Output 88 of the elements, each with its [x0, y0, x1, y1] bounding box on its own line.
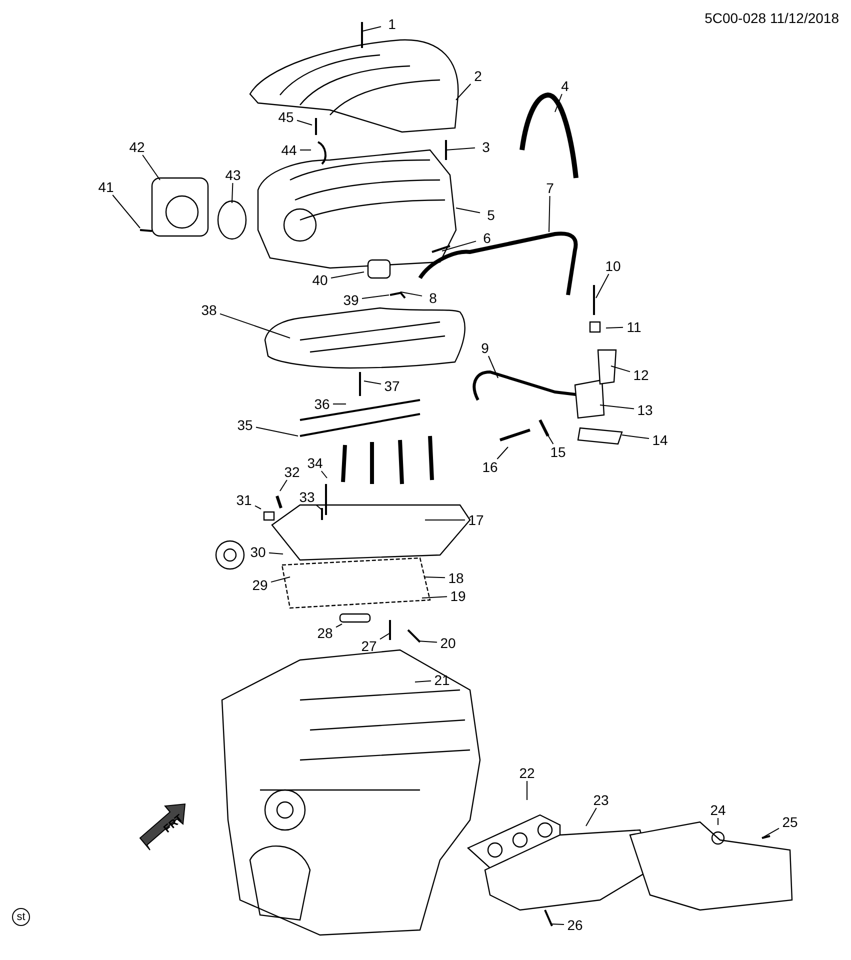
callout-number: 34	[304, 455, 326, 471]
leader-line	[554, 94, 562, 112]
callout-number: 30	[247, 544, 269, 560]
leader-line	[422, 596, 448, 598]
callout-number: 41	[95, 179, 117, 195]
callout-number: 45	[275, 109, 297, 125]
leader-line	[610, 366, 630, 372]
leader-line	[400, 292, 422, 296]
leader-line	[586, 808, 597, 826]
callout-number: 22	[516, 765, 538, 781]
callout-number: 17	[465, 512, 487, 528]
leader-line	[446, 147, 476, 150]
leader-line	[320, 470, 328, 478]
callout-number: 40	[309, 272, 331, 288]
leader-line	[268, 552, 284, 554]
leader-line	[606, 326, 624, 328]
leader-line	[142, 154, 160, 180]
leader-line	[496, 446, 508, 460]
drawing-number: 5C00-028 11/12/2018	[704, 10, 839, 26]
leader-line	[424, 576, 446, 578]
callout-number: 5	[480, 207, 502, 223]
callout-number: 31	[233, 492, 255, 508]
callout-number: 3	[475, 139, 497, 155]
callout-number: 26	[564, 917, 586, 933]
callout-number: 14	[649, 432, 671, 448]
leader-line	[622, 434, 650, 440]
leader-line	[456, 84, 472, 100]
callout-number: 44	[278, 142, 300, 158]
callout-number: 21	[431, 672, 453, 688]
callout-number: 24	[707, 802, 729, 818]
leader-line	[232, 182, 234, 204]
callout-number: 10	[602, 258, 624, 274]
leader-line	[270, 576, 290, 583]
leader-line	[596, 274, 610, 298]
leader-line	[550, 924, 564, 926]
callout-number: 11	[623, 319, 645, 335]
leader-line	[316, 504, 322, 510]
callout-number: 29	[249, 577, 271, 593]
callout-number: 2	[467, 68, 489, 84]
callout-number: 37	[381, 378, 403, 394]
callout-number: 20	[437, 635, 459, 651]
callout-number: 18	[445, 570, 467, 586]
leader-line	[380, 632, 390, 640]
callout-number: 8	[422, 290, 444, 306]
leader-line	[254, 505, 262, 510]
callout-number: 15	[547, 444, 569, 460]
leader-line	[362, 26, 382, 32]
callout-number: 42	[126, 139, 148, 155]
callout-number: 38	[198, 302, 220, 318]
callout-number: 43	[222, 167, 244, 183]
callout-number: 36	[311, 396, 333, 412]
callout-number: 25	[779, 814, 801, 830]
callout-number: 39	[340, 292, 362, 308]
callout-number: 1	[381, 16, 403, 32]
callout-number: 27	[358, 638, 380, 654]
leader-line	[488, 356, 498, 378]
callout-number: 33	[296, 489, 318, 505]
leader-line	[220, 313, 290, 338]
leader-line	[280, 480, 288, 492]
callout-number: 6	[476, 230, 498, 246]
leader-line	[364, 380, 382, 385]
leader-line	[600, 404, 634, 410]
leader-line	[418, 640, 438, 643]
leader-line	[762, 828, 780, 838]
leader-line	[456, 208, 480, 214]
callout-number: 16	[479, 459, 501, 475]
leader-line	[442, 240, 476, 252]
callout-number: 28	[314, 625, 336, 641]
leader-line	[330, 272, 364, 278]
leader-line	[414, 680, 432, 682]
leader-line	[112, 194, 140, 228]
callout-number: 9	[474, 340, 496, 356]
symbol-mark: st	[12, 908, 30, 926]
leader-line	[546, 432, 554, 444]
callout-number: 13	[634, 402, 656, 418]
callout-number: 32	[281, 464, 303, 480]
leader-line	[336, 624, 342, 628]
callout-number: 35	[234, 417, 256, 433]
leader-line	[526, 780, 528, 800]
leader-line	[296, 120, 312, 126]
callout-number: 7	[539, 180, 561, 196]
leader-line	[362, 294, 390, 300]
leader-line	[256, 426, 298, 436]
callout-number: 4	[554, 78, 576, 94]
callout-number: 19	[447, 588, 469, 604]
leader-line	[548, 196, 550, 232]
callout-number: 12	[630, 367, 652, 383]
callout-number: 23	[590, 792, 612, 808]
